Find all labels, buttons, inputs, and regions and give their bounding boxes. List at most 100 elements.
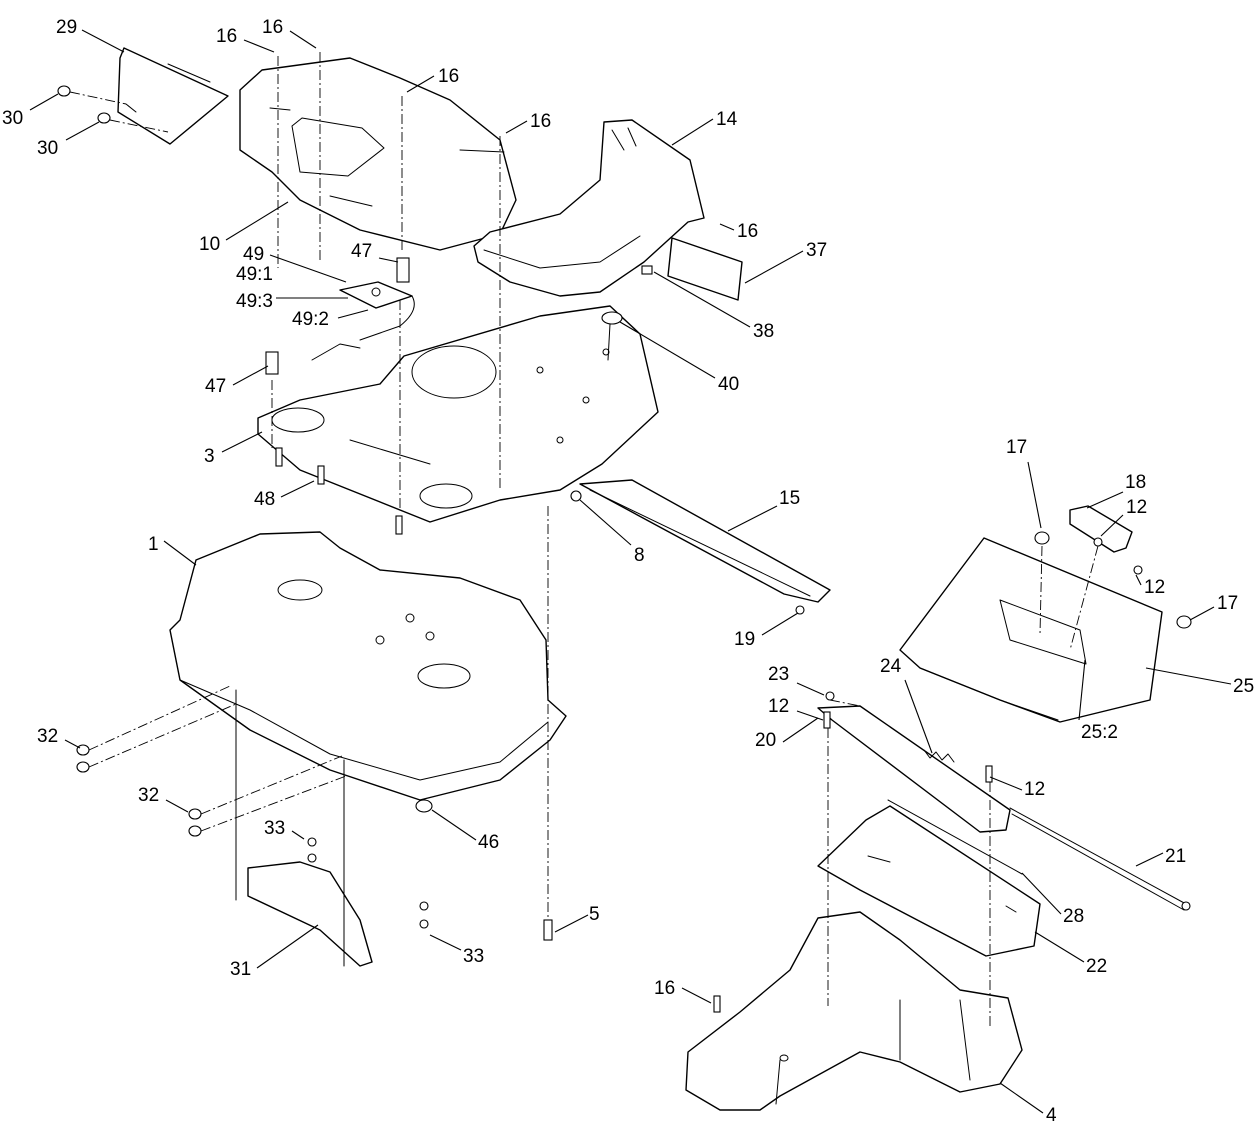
callout-label: 14 bbox=[716, 109, 738, 130]
part-37-access-plate bbox=[667, 237, 743, 301]
part-14-seat-support bbox=[473, 119, 705, 297]
part-16-bolt-lower bbox=[713, 995, 721, 1013]
callout-label: 47 bbox=[351, 241, 372, 262]
callout-label: 16 bbox=[216, 26, 237, 47]
part-47-spacer bbox=[265, 257, 410, 375]
callout-label: 47 bbox=[205, 376, 226, 397]
callout-leader-line bbox=[269, 254, 347, 283]
callout-leader-line bbox=[744, 250, 804, 284]
part-48-bolts bbox=[275, 447, 403, 535]
callout-label: 15 bbox=[779, 488, 800, 509]
part-31-bracket bbox=[235, 689, 373, 967]
callout-leader-line bbox=[431, 809, 477, 841]
callout-leader-line bbox=[221, 431, 263, 453]
callout-label: 16 bbox=[654, 978, 675, 999]
part-12-screws-upper bbox=[1093, 537, 1143, 575]
part-38-clip bbox=[641, 265, 653, 275]
callout-leader-line bbox=[291, 830, 305, 840]
callout-leader-line bbox=[81, 29, 125, 53]
callout-leader-line bbox=[989, 776, 1023, 791]
callout-leader-line bbox=[1027, 461, 1042, 529]
callout-label: 17 bbox=[1217, 593, 1238, 614]
callout-label: 3 bbox=[204, 446, 215, 467]
callout-leader-line bbox=[1100, 514, 1124, 537]
callout-label: 16 bbox=[737, 221, 758, 242]
callout-leader-line bbox=[653, 271, 751, 328]
callout-label: 12 bbox=[1144, 577, 1165, 598]
callout-label: 8 bbox=[634, 545, 645, 566]
callout-leader-line bbox=[165, 799, 189, 813]
callout-label: 37 bbox=[806, 240, 827, 261]
callout-label: 10 bbox=[199, 234, 220, 255]
callout-leader-line bbox=[225, 201, 289, 241]
callout-label: 12 bbox=[1126, 497, 1147, 518]
callout-label: 4 bbox=[1046, 1105, 1057, 1126]
part-3-main-frame bbox=[257, 305, 659, 523]
alignment-lines-right bbox=[827, 545, 1099, 1026]
callout-leader-line bbox=[65, 121, 100, 141]
part-20-pivot-arm bbox=[817, 705, 1011, 833]
callout-leader-line bbox=[1034, 931, 1085, 963]
callout-label: 17 bbox=[1006, 437, 1027, 458]
callout-label: 23 bbox=[768, 664, 789, 685]
callout-label: 22 bbox=[1086, 956, 1107, 977]
callout-leader-line bbox=[289, 30, 317, 49]
callout-label: 12 bbox=[768, 696, 789, 717]
part-21-rod bbox=[1009, 807, 1191, 911]
callout-leader-line bbox=[554, 914, 589, 933]
part-22-mounting-plate bbox=[817, 805, 1041, 957]
part-8-nut bbox=[570, 490, 582, 502]
callout-label: 19 bbox=[734, 629, 755, 650]
part-23-washer bbox=[825, 691, 835, 701]
callout-leader-line bbox=[232, 365, 269, 386]
callout-leader-line bbox=[1021, 872, 1062, 915]
callout-leader-line bbox=[64, 739, 81, 749]
callout-leader-line bbox=[337, 309, 369, 319]
alignment-lines bbox=[271, 52, 501, 510]
part-17-nuts bbox=[1034, 531, 1192, 629]
part-5-bolt bbox=[543, 506, 553, 941]
callout-label: 49:3 bbox=[236, 291, 273, 312]
callout-leader-line bbox=[782, 717, 819, 743]
part-19-screw bbox=[795, 605, 805, 615]
callout-label: 24 bbox=[880, 656, 902, 677]
callout-label: 21 bbox=[1165, 846, 1186, 867]
callout-label: 5 bbox=[589, 904, 600, 925]
callout-label: 31 bbox=[230, 959, 251, 980]
part-46-grommet bbox=[415, 799, 433, 813]
part-33-bolts bbox=[307, 837, 429, 929]
callout-label: 28 bbox=[1063, 906, 1084, 927]
callout-leader-line bbox=[1135, 852, 1164, 867]
part-28-rod bbox=[887, 799, 1023, 875]
callout-leader-line bbox=[671, 118, 714, 146]
callout-leader-line bbox=[163, 540, 197, 566]
callout-label: 49 bbox=[243, 244, 264, 265]
part-29-cover-plate bbox=[117, 47, 229, 145]
part-12-screws-lower bbox=[823, 711, 993, 783]
callout-leader-line bbox=[280, 480, 315, 498]
part-4-lower-shroud bbox=[685, 911, 1023, 1111]
part-10-top-shroud bbox=[239, 57, 517, 251]
callout-leader-line bbox=[727, 505, 778, 532]
callout-leader-line bbox=[1135, 574, 1142, 586]
callout-label: 30 bbox=[2, 108, 23, 129]
callout-leader-line bbox=[619, 321, 716, 379]
callout-label: 16 bbox=[530, 111, 551, 132]
callout-leader-line bbox=[29, 93, 59, 111]
callout-label: 18 bbox=[1125, 472, 1146, 493]
part-32-nuts bbox=[76, 685, 347, 837]
part-30-nuts bbox=[57, 85, 169, 133]
callout-leader-line bbox=[1086, 491, 1124, 509]
callout-leader-line bbox=[429, 934, 462, 951]
callout-leader-line bbox=[256, 924, 319, 969]
part-18-handle bbox=[1069, 505, 1133, 553]
callout-label: 49:2 bbox=[292, 309, 329, 330]
callout-leader-line bbox=[1078, 659, 1086, 721]
callout-leader-line bbox=[999, 1082, 1044, 1114]
callout-label: 30 bbox=[37, 138, 58, 159]
callout-leader-line bbox=[904, 679, 933, 754]
callout-label: 46 bbox=[478, 832, 499, 853]
callout-label: 32 bbox=[37, 726, 58, 747]
callout-leader-line bbox=[796, 682, 825, 696]
